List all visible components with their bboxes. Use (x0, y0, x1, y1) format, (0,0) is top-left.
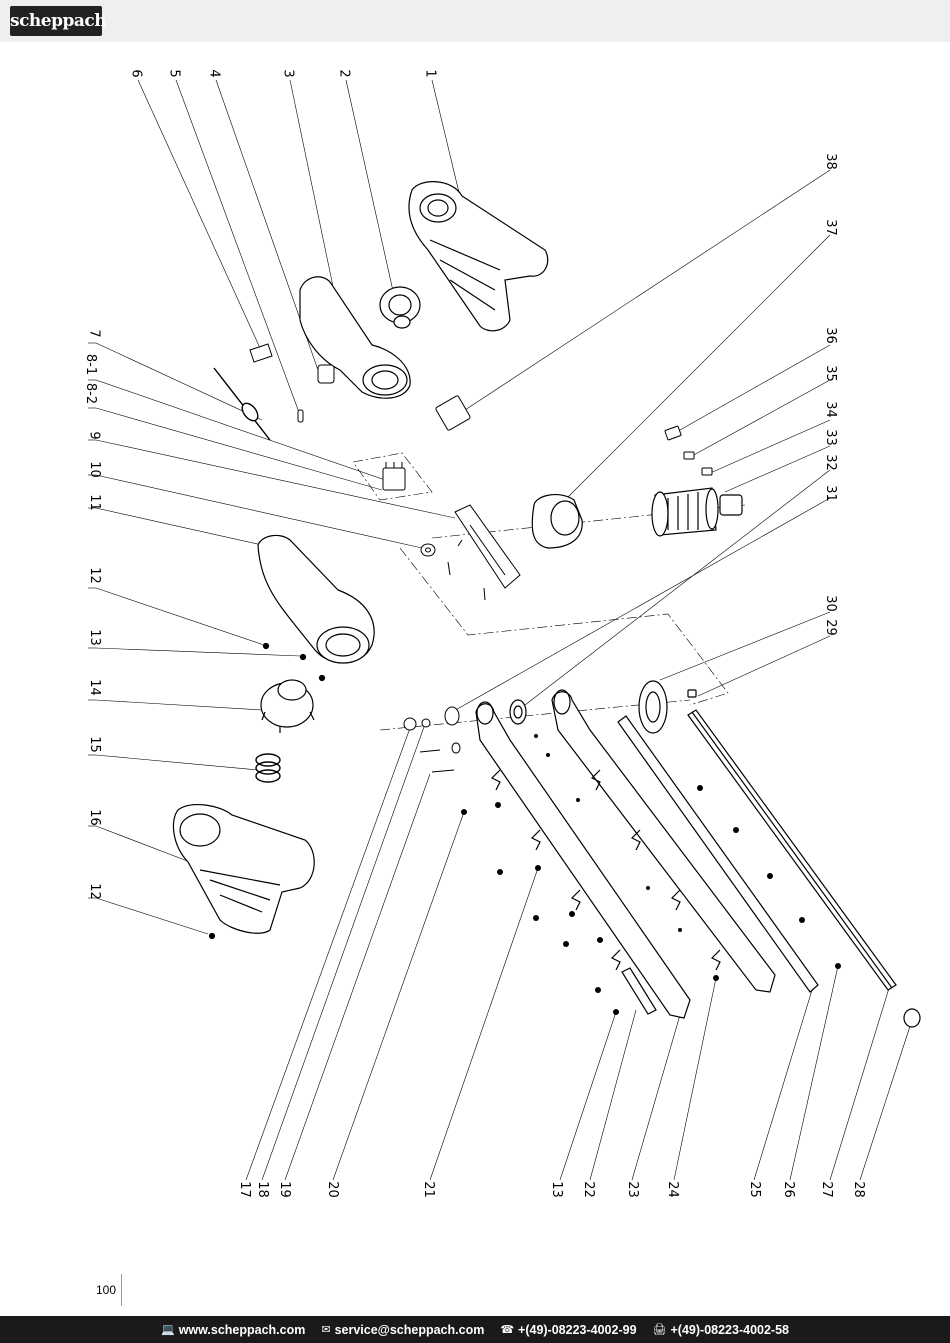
callout-26: 26 (780, 1181, 796, 1198)
exploded-parts-diagram (88, 79, 921, 1181)
callout-32: 32 (822, 454, 838, 471)
callout-12-top: 12 (86, 567, 102, 584)
footer-email[interactable]: ✉ service@scheppach.com (321, 1323, 484, 1337)
callout-24: 24 (664, 1181, 680, 1198)
callout-14: 14 (86, 679, 102, 696)
callout-9: 9 (86, 431, 102, 440)
callout-25: 25 (746, 1181, 762, 1198)
callout-28: 28 (850, 1181, 866, 1198)
callout-13-bottom: 13 (548, 1181, 564, 1198)
callout-15: 15 (86, 736, 102, 753)
callout-33: 33 (822, 429, 838, 446)
callout-34: 34 (822, 401, 838, 418)
callout-30: 30 (822, 595, 838, 612)
page-number: 100 (96, 1283, 117, 1297)
callout-37: 37 (822, 219, 838, 236)
page-number-divider (121, 1274, 122, 1306)
callout-18: 18 (254, 1181, 270, 1198)
fax-icon: 🖨 (652, 1324, 667, 1336)
callout-8-2: 8-2 (83, 382, 99, 405)
fax-text: +(49)-08223-4002-58 (670, 1322, 790, 1337)
callout-2: 2 (336, 69, 352, 78)
callout-20: 20 (324, 1181, 340, 1198)
footer-phone: ☎ +(49)-08223-4002-99 (500, 1323, 636, 1337)
callout-13-left: 13 (86, 629, 102, 646)
callout-19: 19 (276, 1181, 292, 1198)
callout-31: 31 (822, 485, 838, 502)
callout-10: 10 (86, 461, 102, 478)
callout-7: 7 (86, 329, 102, 338)
callout-4: 4 (206, 69, 222, 78)
callout-36: 36 (822, 327, 838, 344)
website-text: www.scheppach.com (178, 1322, 306, 1337)
header-bar: scheppach (0, 0, 950, 42)
callout-27: 27 (818, 1181, 834, 1198)
callout-3: 3 (280, 69, 296, 78)
footer-fax: 🖨 +(49)-08223-4002-58 (653, 1323, 789, 1337)
callout-12-bottom: 12 (86, 883, 102, 900)
monitor-icon: 💻 (160, 1324, 175, 1336)
phone-icon: ☎ (500, 1324, 515, 1336)
callout-8-1: 8-1 (83, 353, 99, 376)
callout-38: 38 (822, 153, 838, 170)
callout-23: 23 (624, 1181, 640, 1198)
callout-16: 16 (86, 809, 102, 826)
phone-text: +(49)-08223-4002-99 (518, 1322, 637, 1337)
callout-11: 11 (86, 494, 102, 511)
callout-21: 21 (420, 1181, 436, 1198)
brand-logo: scheppach (10, 6, 107, 36)
callout-35: 35 (822, 365, 838, 382)
footer-website[interactable]: 💻 www.scheppach.com (161, 1323, 305, 1337)
callout-5: 5 (166, 69, 182, 78)
callout-29: 29 (822, 619, 838, 636)
mail-icon: ✉ (321, 1324, 331, 1336)
callout-6: 6 (128, 69, 144, 78)
email-text: service@scheppach.com (334, 1322, 485, 1337)
callout-22: 22 (580, 1181, 596, 1198)
callout-17: 17 (236, 1181, 252, 1198)
footer-bar: 💻 www.scheppach.com ✉ service@scheppach.… (0, 1316, 950, 1343)
callout-1: 1 (422, 69, 438, 78)
